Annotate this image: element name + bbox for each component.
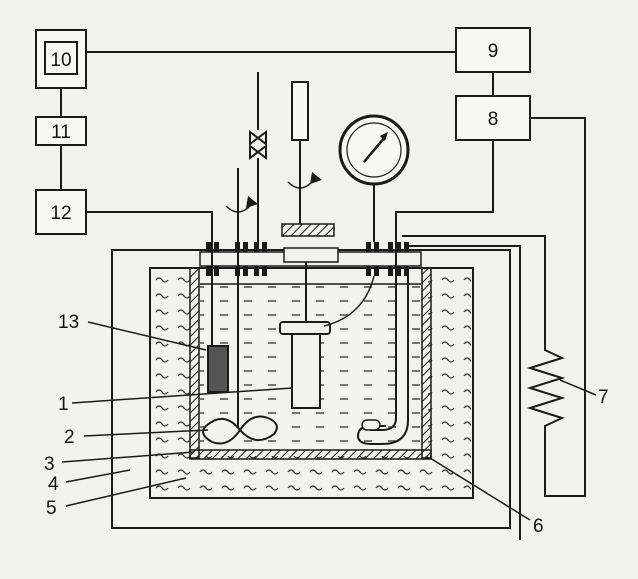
vessel-wall-left <box>189 267 200 459</box>
label-10: 10 <box>50 50 71 71</box>
label-6: 6 <box>533 516 544 537</box>
label-1: 1 <box>58 394 69 415</box>
box-8 <box>455 95 531 141</box>
bath-container <box>149 267 474 499</box>
label-4: 4 <box>48 474 59 495</box>
label-9: 9 <box>488 41 499 62</box>
stirrer-blade <box>202 415 278 445</box>
box-10-inner <box>44 41 78 75</box>
label-13: 13 <box>58 312 79 333</box>
vent-valve-icon <box>249 130 267 146</box>
heater-7 <box>526 340 566 434</box>
sample-holder <box>291 333 321 409</box>
bath-liquid <box>152 270 471 496</box>
label-12: 12 <box>50 203 71 224</box>
vessel-wall-right <box>421 267 432 459</box>
label-2: 2 <box>64 427 75 448</box>
rotation-arrow-icon <box>246 196 258 208</box>
signal-wiring <box>60 51 586 497</box>
label-8: 8 <box>488 109 499 130</box>
temperature-probe <box>370 276 397 431</box>
vessel-bottom <box>189 449 432 460</box>
label-5: 5 <box>46 498 57 519</box>
leader-lines <box>61 321 597 521</box>
box-11 <box>35 116 87 146</box>
heater-13 <box>207 345 229 393</box>
coupling-block <box>281 223 335 237</box>
box-9 <box>455 27 531 73</box>
label-3: 3 <box>44 454 55 475</box>
label-7: 7 <box>598 387 609 408</box>
label-11: 11 <box>51 122 71 143</box>
motor-rod <box>291 81 309 141</box>
rotation-arrow-icon-2 <box>310 172 322 184</box>
